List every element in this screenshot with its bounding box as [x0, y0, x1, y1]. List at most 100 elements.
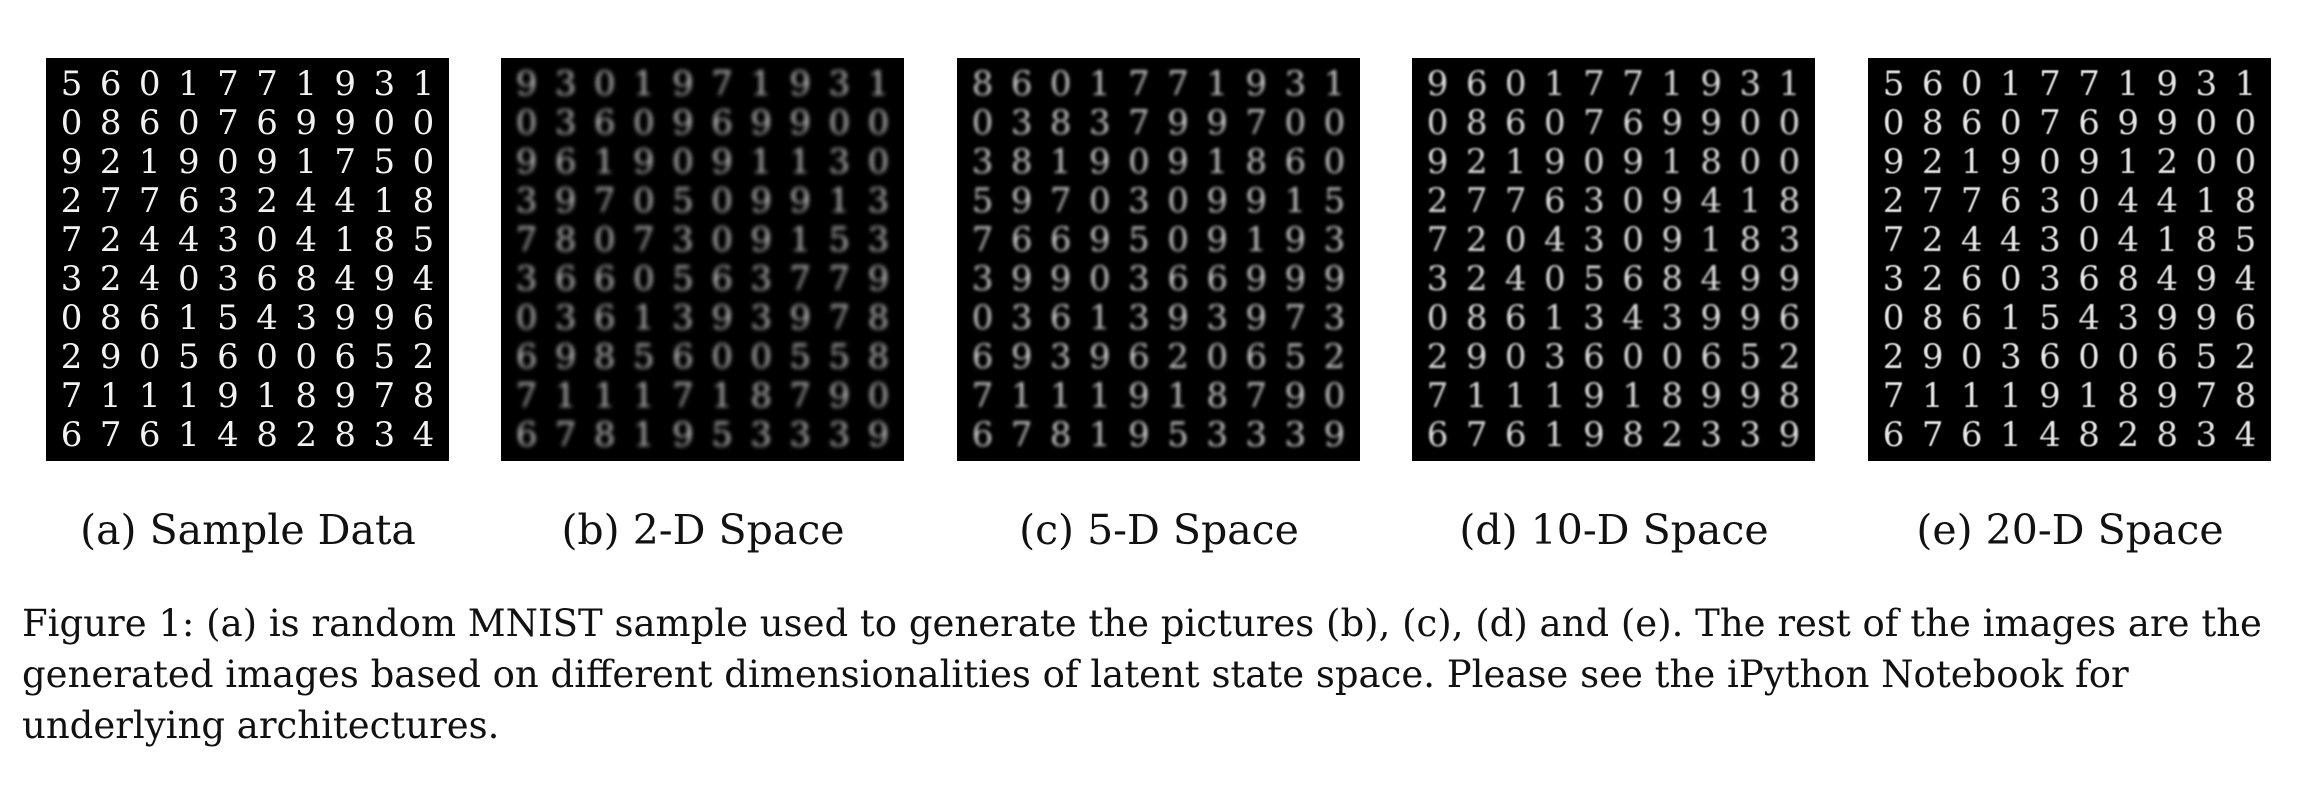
digit-cell: 8	[867, 298, 890, 339]
digit-cell: 6	[2000, 180, 2022, 221]
digit-cell: 0	[2078, 337, 2100, 378]
digit-cell: 6	[971, 415, 994, 456]
digit-cell: 9	[1465, 337, 1488, 378]
digit-cell: 5	[828, 337, 851, 378]
digit-cell: 5	[1167, 415, 1189, 456]
digit-cell: 5	[1128, 219, 1150, 260]
digit-cell: 1	[1323, 63, 1346, 104]
digit-cell: 1	[178, 376, 200, 417]
digit-cell: 0	[1882, 102, 1905, 143]
digit-cell: 9	[334, 298, 357, 339]
digit-cell: 8	[2078, 415, 2100, 456]
digit-cell: 6	[554, 141, 577, 182]
digit-cell: 2	[1921, 219, 1944, 260]
digit-cell: 1	[2000, 376, 2022, 417]
digit-cell: 9	[1089, 219, 1111, 260]
digit-cell: 9	[1583, 415, 1605, 456]
digit-cell: 1	[2000, 63, 2022, 104]
digit-cell: 1	[2117, 141, 2139, 182]
digit-cell: 1	[1960, 141, 1983, 182]
digit-cell: 7	[828, 298, 851, 339]
digit-cell: 3	[971, 141, 994, 182]
digit-cell: 4	[295, 219, 317, 260]
digit-cell: 9	[1245, 180, 1268, 221]
digit-cell: 6	[1921, 63, 1944, 104]
digit-cell: 4	[1960, 219, 1983, 260]
digit-cell: 8	[1049, 102, 1072, 143]
digit-cell: 8	[99, 298, 122, 339]
digit-cell: 4	[1544, 219, 1566, 260]
digit-cell: 3	[2039, 259, 2061, 300]
digit-cell: 2	[1921, 259, 1944, 300]
digit-cell: 3	[1206, 415, 1228, 456]
digit-cell: 9	[515, 141, 538, 182]
digit-cell: 3	[867, 180, 890, 221]
digit-cell: 0	[1544, 102, 1566, 143]
digit-cell: 9	[2156, 298, 2179, 339]
digit-cell: 2	[256, 180, 278, 221]
digit-cell: 0	[1284, 102, 1307, 143]
digit-cell: 6	[1465, 63, 1488, 104]
digit-cell: 0	[1739, 141, 1762, 182]
digit-cell: 3	[1128, 298, 1150, 339]
digit-cell: 2	[60, 180, 83, 221]
digit-cell: 0	[60, 298, 83, 339]
digit-cell: 0	[593, 63, 616, 104]
digit-cell: 8	[593, 415, 616, 456]
digit-cell: 9	[334, 63, 357, 104]
digit-cell: 9	[60, 141, 83, 182]
digit-cell: 2	[1465, 141, 1488, 182]
digit-cell: 9	[1739, 259, 1762, 300]
digit-cell: 7	[789, 259, 812, 300]
digit-cell: 6	[1622, 102, 1644, 143]
digit-cell: 0	[1960, 63, 1983, 104]
digit-cell: 1	[178, 63, 200, 104]
digit-cell: 2	[1882, 337, 1905, 378]
digit-cell: 1	[633, 415, 655, 456]
digit-cell: 3	[1323, 219, 1346, 260]
digit-cell: 8	[2195, 219, 2218, 260]
digit-cell: 0	[1778, 102, 1801, 143]
digit-cell: 0	[633, 102, 655, 143]
digit-cell: 6	[711, 102, 733, 143]
digit-cell: 1	[1206, 63, 1228, 104]
digit-cell: 3	[1700, 415, 1723, 456]
digit-cell: 7	[971, 219, 994, 260]
digit-cell: 9	[1010, 180, 1033, 221]
digit-cell: 0	[1128, 141, 1150, 182]
digit-cell: 7	[99, 415, 122, 456]
digit-cell: 3	[1739, 415, 1762, 456]
digit-cell: 7	[1960, 180, 1983, 221]
digit-cell: 3	[217, 219, 239, 260]
digit-cell: 8	[1206, 376, 1228, 417]
digit-cell: 3	[1245, 415, 1268, 456]
digit-cell: 4	[2156, 180, 2179, 221]
digit-cell: 0	[971, 298, 994, 339]
digit-cell: 6	[412, 298, 435, 339]
digit-cell: 9	[1426, 63, 1449, 104]
digit-cell: 0	[1622, 180, 1644, 221]
digit-cell: 7	[334, 141, 357, 182]
digit-cell: 0	[515, 298, 538, 339]
digit-cell: 9	[2195, 259, 2218, 300]
digit-cell: 9	[1128, 376, 1150, 417]
digit-cell: 9	[1089, 337, 1111, 378]
digit-cell: 0	[711, 219, 733, 260]
digit-cell: 8	[1778, 180, 1801, 221]
digit-cell: 0	[2078, 219, 2100, 260]
digit-cell: 6	[1049, 219, 1072, 260]
digit-cell: 7	[60, 219, 83, 260]
digit-cell: 6	[593, 102, 616, 143]
digit-cell: 0	[633, 180, 655, 221]
digit-cell: 1	[99, 376, 122, 417]
digit-cell: 1	[828, 180, 851, 221]
digit-cell: 1	[2156, 219, 2179, 260]
digit-cell: 8	[334, 415, 357, 456]
digit-cell: 9	[295, 102, 317, 143]
digit-cell: 5	[672, 259, 694, 300]
digit-cell: 0	[1089, 259, 1111, 300]
digit-cell: 6	[1882, 415, 1905, 456]
digit-cell: 9	[1010, 259, 1033, 300]
digit-cell: 5	[2195, 337, 2218, 378]
